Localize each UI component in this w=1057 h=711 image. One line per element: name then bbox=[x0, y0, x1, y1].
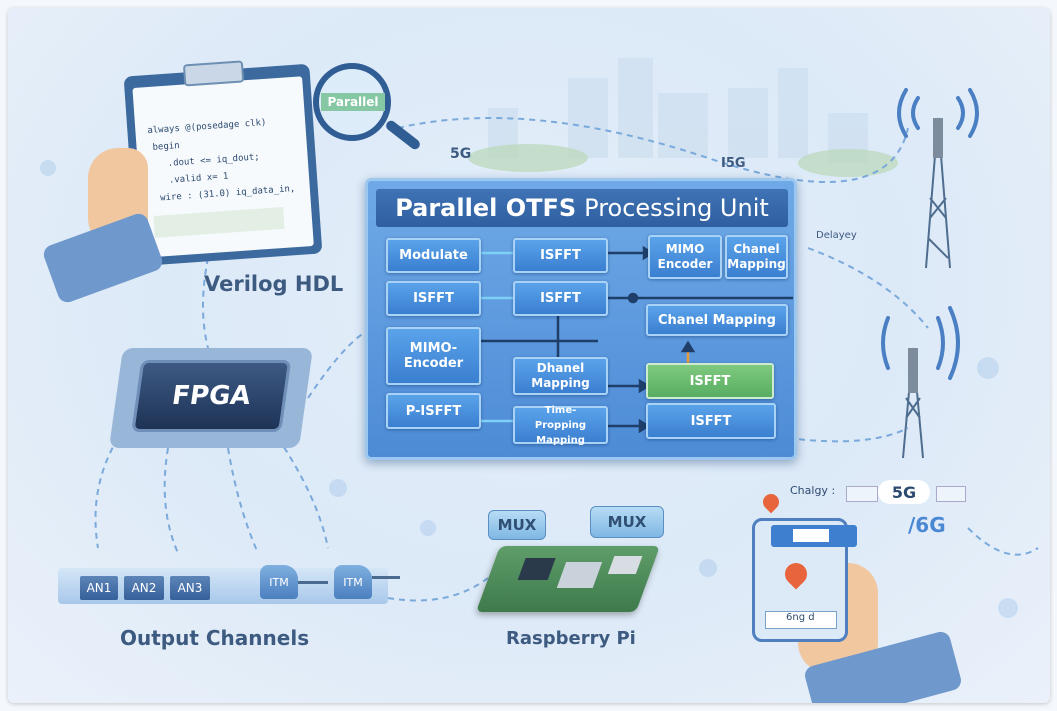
block-time-propping-mapping[interactable]: Time-Propping Mapping bbox=[513, 405, 608, 446]
itm-connector: ITM bbox=[260, 565, 298, 599]
fpga-chip: FPGA bbox=[131, 360, 292, 432]
block-isfft[interactable]: ISFFT bbox=[513, 281, 608, 316]
cell-tower-icon bbox=[881, 88, 979, 459]
network-label-delay: Delayey bbox=[816, 230, 857, 241]
block-p-isfft[interactable]: P-ISFFT bbox=[386, 393, 481, 429]
network-label-5g: 5G bbox=[450, 146, 472, 162]
block-modulate[interactable]: Modulate bbox=[386, 238, 481, 273]
magnifier-icon: Parallel bbox=[313, 63, 391, 141]
block-isfft[interactable]: ISFFT bbox=[386, 281, 481, 316]
channel-an1: AN1 bbox=[80, 576, 118, 600]
channel-an2: AN2 bbox=[124, 576, 164, 600]
raspberry-pi-board bbox=[475, 546, 661, 612]
verilog-label: Verilog HDL bbox=[204, 272, 344, 296]
block-mimo-encoder[interactable]: MIMO Encoder bbox=[648, 235, 722, 279]
badge-5g: 5G bbox=[878, 480, 930, 504]
channel-an3: AN3 bbox=[170, 576, 210, 600]
signal-slot bbox=[846, 486, 878, 502]
unit-title-bold: Parallel OTFS bbox=[395, 194, 577, 222]
clipboard-clip bbox=[182, 60, 245, 87]
block-isfft[interactable]: ISFFT bbox=[513, 238, 608, 273]
block-isfft-highlighted[interactable]: ISFFT bbox=[646, 363, 774, 399]
label-6g: /6G bbox=[908, 513, 946, 537]
phone-field[interactable]: 6ng d bbox=[765, 611, 837, 629]
phone-popup-bar bbox=[771, 525, 857, 547]
block-mimo-encoder[interactable]: MIMO-Encoder bbox=[386, 327, 481, 385]
popup-label: Chalgy : bbox=[790, 484, 836, 497]
block-dhanel-mapping[interactable]: Dhanel Mapping bbox=[513, 357, 608, 395]
output-channels-label: Output Channels bbox=[120, 626, 310, 650]
block-chanel-mapping[interactable]: Chanel Mapping bbox=[646, 304, 788, 336]
signal-slot bbox=[936, 486, 966, 502]
itm-wire bbox=[372, 576, 400, 579]
network-label-i5g: I5G bbox=[721, 156, 746, 171]
background-network bbox=[40, 58, 1039, 618]
raspberry-pi-label: Raspberry Pi bbox=[506, 628, 636, 649]
itm-wire bbox=[298, 581, 328, 584]
block-chanel-mapping[interactable]: Chanel Mapping bbox=[725, 235, 788, 279]
location-pin-icon bbox=[780, 558, 812, 590]
unit-title-rest: Processing Unit bbox=[584, 194, 769, 222]
magnifier-label: Parallel bbox=[321, 93, 385, 111]
itm-connector: ITM bbox=[334, 565, 372, 599]
mux-block: MUX bbox=[488, 510, 546, 540]
fpga-board: FPGA bbox=[108, 348, 314, 448]
mux-block: MUX bbox=[590, 506, 664, 538]
block-isfft[interactable]: ISFFT bbox=[646, 403, 776, 439]
illustration-canvas: always @(posedage clk) begin .dout <= iq… bbox=[8, 8, 1050, 703]
